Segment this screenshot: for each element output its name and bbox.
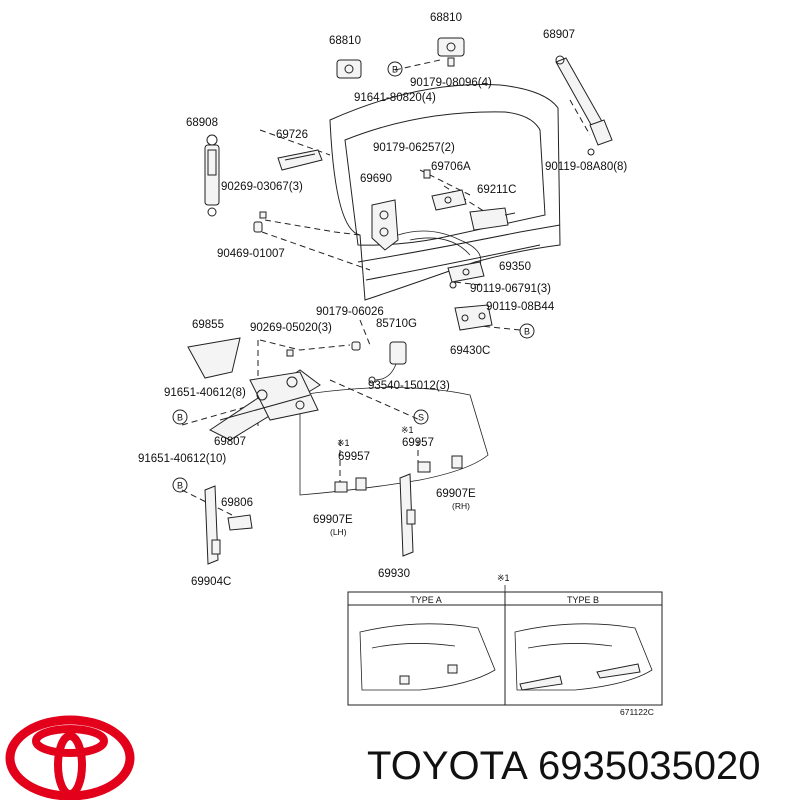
label-93540-15012: 93540-15012(3) [368,380,450,392]
label-69706A: 69706A [431,161,471,173]
note-mark: ※1 [401,425,414,435]
label-69907E-rh: 69907E [436,488,476,500]
part-69726-handle [277,149,323,171]
label-91651-40612-10: 91651-40612(10) [138,453,226,465]
label-90179-06026: 90179-06026 [316,306,384,318]
part-68908-strut [204,134,220,217]
label-69904C: 69904C [191,576,231,588]
marker-s: S [418,413,424,423]
toyota-logo-icon [5,715,135,800]
circled-markers: B B B B S [172,61,535,493]
type-b-header: TYPE B [567,595,599,605]
label-69930: 69930 [378,568,410,580]
part-69211C-actuator [469,207,516,231]
brand-name: TOYOTA [367,744,528,788]
label-69807: 69807 [214,436,246,448]
label-90119-08B44: 90119-08B44 [486,301,555,313]
part-cable [397,230,482,266]
part-68810-right [437,37,465,67]
label-90119-08A80: 90119-08A80(8) [545,161,627,173]
label-90269-03067: 90269-03067(3) [221,181,303,193]
part-69855-cover [187,337,241,379]
label-68908: 68908 [186,117,218,129]
diagram-code: 671122C [620,707,654,717]
label-69350: 69350 [499,261,531,273]
label-85710G: 85710G [376,318,417,330]
label-91651-40612-8: 91651-40612(8) [164,387,246,399]
glass-outline [299,387,489,496]
type-table: ※1 TYPE A TYPE B [347,573,663,706]
label-90119-06791: 90119-06791(3) [470,283,551,295]
marker-b: B [524,327,530,337]
label-69957: 69957 [338,451,370,463]
label-90469-01007: 90469-01007 [217,248,285,260]
part-69930-channel [399,473,416,557]
label-90179-06257: 90179-06257(2) [373,142,455,154]
part-small-fasteners [253,169,457,357]
marker-b: B [177,481,183,491]
label-69690: 69690 [360,173,392,185]
part-69904C-channel [204,485,221,565]
label-68810: 68810 [430,12,462,24]
part-69430C-striker [454,304,493,331]
note-lh: (LH) [330,527,347,537]
type-a-header: TYPE A [410,595,442,605]
part-number: 6935035020 [538,744,760,788]
note-mark: ※1 [497,573,510,583]
label-90179-08096: 90179-08096(4) [410,77,492,89]
part-69957-brackets [334,455,463,493]
part-69806-clip [227,514,253,531]
back-door-outline [329,83,561,301]
part-68907-strut [555,55,613,156]
part-69690-lock [371,199,399,251]
label-69957: 69957 [402,437,434,449]
part-69807-regulator [209,369,321,441]
part-69350-lock [447,261,485,283]
label-69907E-lh: 69907E [313,514,353,526]
label-69211C: 69211C [477,184,516,196]
marker-b: B [392,65,398,75]
label-68810: 68810 [329,35,361,47]
note-rh: (RH) [452,501,470,511]
part-69706A-control [431,189,467,211]
part-68810-left [336,59,362,79]
note-mark: ※1 [337,438,350,448]
marker-b: B [177,413,183,423]
label-90269-05020: 90269-05020(3) [250,322,332,334]
part-85710G-motor [368,341,407,384]
part-labels: 68810 68810 68907 90179-08096(4) 91641-8… [138,12,627,588]
label-69806: 69806 [221,497,253,509]
label-91641-80820: 91641-80820(4) [354,92,436,104]
label-69855: 69855 [192,319,224,331]
label-68907: 68907 [543,29,575,41]
label-69430C: 69430C [450,345,490,357]
label-69726: 69726 [276,129,308,141]
